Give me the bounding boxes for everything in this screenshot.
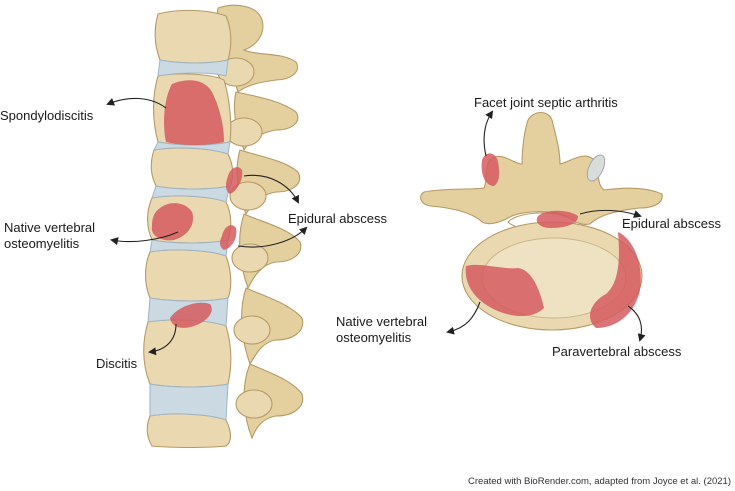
discitis-lesion — [170, 302, 212, 328]
lateral-spine — [106, 4, 308, 449]
label-paravertebral: Paravertebral abscess — [552, 344, 682, 359]
label-native-vertebral-left-2: osteomyelitis — [4, 236, 80, 251]
posterior-arch — [420, 111, 663, 225]
arrow-osteomyelitis-left — [110, 231, 179, 246]
label-native-vertebral-right-2: osteomyelitis — [336, 330, 412, 345]
epidural-lesion-axial — [536, 210, 578, 228]
arrow-discitis — [148, 323, 177, 356]
osteomyelitis-lesion-axial — [465, 264, 544, 317]
spondylodiscitis-lesion — [164, 80, 224, 145]
epidural-lesion-upper — [226, 167, 243, 194]
vertebral-osteomyelitis-lesion — [151, 203, 194, 241]
label-spondylodiscitis: Spondylodiscitis — [0, 108, 94, 123]
posterior-elements — [211, 4, 304, 440]
credit-text: Created with BioRender.com, adapted from… — [468, 476, 731, 487]
epidural-lesion-lower — [220, 225, 237, 250]
arrow-epidural-upper — [243, 174, 299, 204]
label-native-vertebral-right-1: Native vertebral — [336, 314, 427, 329]
axial-vertebra — [420, 110, 663, 342]
label-facet-joint: Facet joint septic arthritis — [474, 95, 618, 110]
arrow-epidural-lower — [237, 226, 308, 248]
label-discitis: Discitis — [96, 356, 138, 371]
label-native-vertebral-left-1: Native vertebral — [4, 220, 95, 235]
facet-septic-lesion — [481, 153, 500, 186]
arrow-paravertebral — [627, 305, 646, 342]
arrow-facet — [483, 110, 494, 157]
label-epidural-right: Epidural abscess — [622, 216, 721, 231]
arrow-epidural-axial — [579, 209, 642, 218]
paravertebral-lesion — [590, 232, 641, 328]
label-epidural-left: Epidural abscess — [288, 211, 387, 226]
arrow-spondylodiscitis — [106, 97, 167, 109]
arrow-osteomyelitis-axial — [446, 301, 481, 335]
